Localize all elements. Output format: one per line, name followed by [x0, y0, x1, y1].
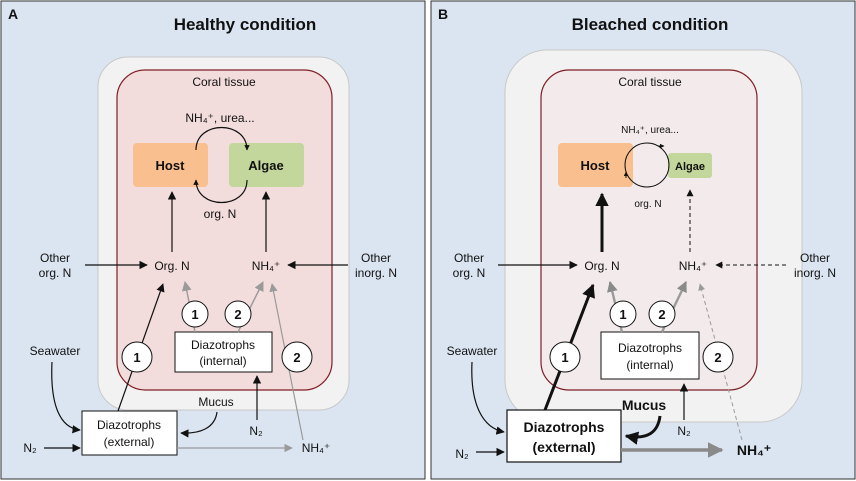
panel-a-pathway-1-external — [121, 341, 153, 373]
panel-a-pathway-1-external-label: 1 — [133, 350, 140, 365]
panel-a-arrow-mucus — [180, 411, 218, 438]
panel-a-exchange-bottom-label: org. N — [204, 207, 237, 221]
panel-a-algae-box — [229, 143, 304, 187]
panel-a-pathway-1-internal — [181, 300, 209, 328]
panel-b-pathway-1-external-label: 1 — [561, 350, 568, 365]
panel-a-pathway-1-internal-label: 1 — [191, 307, 198, 322]
panel-b-exchange-circle — [624, 142, 670, 188]
panel-b-pathway-1-internal-label: 1 — [619, 307, 626, 322]
panel-a-diazotrophs-internal-label: Diazotrophs(internal) — [191, 338, 255, 368]
panel-a-n2-right-label: N₂ — [249, 424, 263, 438]
panel-b-pathway-2-external-label: 2 — [714, 350, 721, 365]
panel-b-diazotrophs-external-box — [506, 409, 622, 463]
panel-a-title: Healthy condition — [174, 15, 317, 34]
panel-a-diazotrophs-external-box — [81, 410, 178, 456]
panel-a-coral-tissue-label: Coral tissue — [192, 75, 256, 89]
panel-a-exchange-arrow-to-algae — [195, 127, 250, 151]
panel-a-exchange-arrow-to-host — [193, 179, 248, 203]
panel-b-n2-right-label: N₂ — [677, 424, 691, 438]
panel-a-host-box — [133, 143, 208, 187]
panel-a-letter: A — [8, 6, 18, 22]
panel-b-pathway-2-internal — [648, 300, 676, 328]
panel-a-nh4-out-label: NH₄⁺ — [302, 441, 331, 455]
panel-b-diazotrophs-external-label: Diazotrophs(external) — [524, 419, 605, 455]
panel-a-pathway-2-internal — [224, 300, 252, 328]
panel-b: B Bleached condition Coral tissue NH₄⁺, … — [430, 0, 856, 480]
panel-a-mucus-label: Mucus — [198, 395, 233, 409]
panel-b-n2-left-label: N₂ — [455, 447, 469, 461]
panel-b-host-label: Host — [581, 158, 611, 173]
panel-a-pathway-2-internal-label: 2 — [234, 307, 241, 322]
panel-b-diazotrophs-internal-label: Diazotrophs(internal) — [618, 341, 682, 372]
panel-b-algae-box — [668, 153, 712, 178]
panel-a-algae-label: Algae — [248, 158, 283, 173]
panel-b-pathway-1-internal — [609, 300, 637, 328]
panel-a-pathway-2-external-label: 2 — [293, 350, 300, 365]
panel-b-seawater-label: Seawater — [447, 344, 498, 358]
panel-a-diazotrophs-external-label: Diazotrophs(external) — [97, 418, 161, 449]
panel-b-exchange-bottom-label: org. N — [634, 199, 661, 210]
panel-b-org-n-label: Org. N — [584, 259, 619, 273]
panel-b-host-box — [558, 143, 633, 187]
panel-b-nh4-label: NH₄⁺ — [679, 259, 708, 273]
panel-b-title: Bleached condition — [572, 15, 729, 34]
panel-a-host-label: Host — [156, 158, 186, 173]
panel-b-pathway-2-internal-label: 2 — [658, 307, 665, 322]
panel-a-pathway-2-external — [281, 341, 313, 373]
panel-a-org-n-label: Org. N — [154, 259, 189, 273]
panel-a-arrow-seawater — [51, 361, 81, 434]
panel-b-exchange-top-label: NH₄⁺, urea... — [621, 125, 679, 136]
panel-b-pathway-1-external — [549, 341, 581, 373]
panel-b-algae-label: Algae — [675, 161, 705, 173]
panel-a-diazotrophs-internal-box — [174, 331, 273, 373]
panel-b-pathway-2-external — [702, 341, 734, 373]
panel-b-mucus-label: Mucus — [622, 397, 667, 413]
panel-a-nh4-label: NH₄⁺ — [252, 259, 281, 273]
panel-a-n2-left-label: N₂ — [23, 441, 37, 455]
panel-b-diazotrophs-internal-box — [600, 331, 700, 380]
panel-b-nh4-out-label: NH₄⁺ — [737, 442, 771, 458]
panel-a-exchange-top-label: NH₄⁺, urea... — [185, 111, 254, 125]
panel-a: A Healthy condition Coral tissue NH₄⁺, u… — [0, 0, 426, 480]
panel-a-seawater-label: Seawater — [30, 344, 81, 358]
panel-b-arrow-seawater — [471, 361, 505, 435]
panel-b-letter: B — [438, 6, 448, 22]
panel-b-coral-tissue-label: Coral tissue — [618, 75, 682, 89]
panel-b-arrow-mucus — [624, 415, 662, 445]
